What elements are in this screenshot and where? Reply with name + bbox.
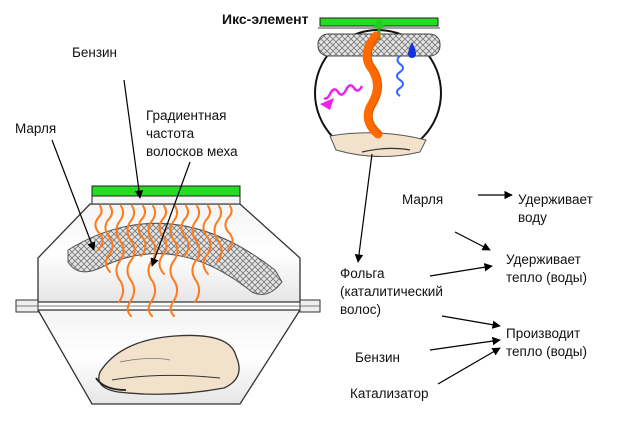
arrow-catalyst-produce bbox=[437, 347, 501, 385]
arrow-gasoline-produce bbox=[429, 336, 501, 351]
device-top-plate bbox=[91, 195, 241, 205]
arrow-gauze-left bbox=[51, 139, 96, 251]
label-foil-line-1: Фольга bbox=[340, 266, 385, 281]
arrow-foil-produce bbox=[441, 315, 501, 329]
arrow-holds-heat bbox=[454, 231, 491, 251]
arrow-fur bbox=[150, 161, 191, 267]
label-holds-heat-line-1: Удерживает bbox=[506, 252, 581, 267]
label-gasoline-left: Бензин bbox=[72, 45, 118, 60]
label-produces-heat-line-1: Производит bbox=[506, 326, 581, 341]
diagram-title: Икс-элемент bbox=[222, 11, 309, 27]
device-meat bbox=[95, 334, 240, 395]
label-holds-water-line-1: Удерживает bbox=[518, 192, 593, 207]
label-fur-line-3: волосков меха bbox=[146, 144, 238, 159]
arrow-gasoline-left bbox=[123, 79, 144, 199]
label-produces-heat-line-2: тепло (воды) bbox=[506, 344, 587, 359]
label-holds-heat-line-2: тепло (воды) bbox=[506, 270, 587, 285]
magnified-meat bbox=[329, 132, 427, 157]
water-drop-icon bbox=[408, 42, 416, 58]
label-fur-line-1: Градиентная bbox=[146, 108, 227, 123]
label-foil-line-2: (каталитический bbox=[340, 284, 443, 299]
water-wave bbox=[396, 55, 404, 97]
label-gauze-left: Марля bbox=[15, 121, 57, 136]
annotation-arrows bbox=[51, 79, 513, 385]
label-gasoline-right: Бензин bbox=[355, 350, 401, 365]
label-catalyst: Катализатор bbox=[350, 386, 429, 401]
arrow-foil-heat bbox=[429, 263, 493, 277]
label-holds-water-line-2: воду bbox=[518, 210, 547, 225]
label-foil-line-3: волос) bbox=[340, 302, 382, 317]
device-cross-section bbox=[15, 185, 321, 405]
arrow-foil bbox=[354, 153, 373, 263]
device-gasoline-layer bbox=[91, 185, 241, 197]
heat-wave bbox=[323, 84, 364, 100]
label-gauze-right: Марля bbox=[402, 192, 444, 207]
x-element-magnified-view bbox=[314, 17, 442, 157]
label-fur-line-2: частота bbox=[146, 126, 195, 141]
magnified-catalytic-hair bbox=[362, 31, 383, 139]
